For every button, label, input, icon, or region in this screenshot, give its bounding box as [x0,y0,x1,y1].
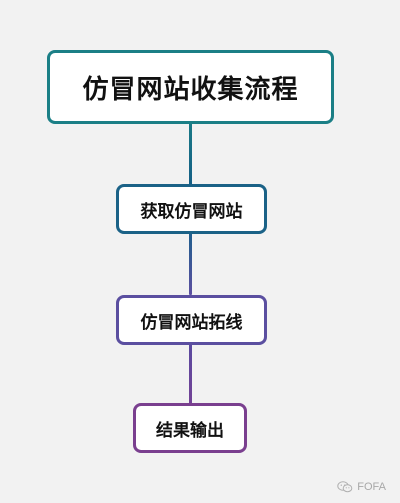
flowchart-title: 仿冒网站收集流程 [82,74,299,105]
wechat-icon [337,481,353,493]
connector-title-to-acquire [189,123,192,185]
connector-expand-to-output [189,344,192,404]
step-expand-node: 仿冒网站拓线 [116,295,267,345]
step-output-node: 结果输出 [133,403,247,453]
step-expand-label: 仿冒网站拓线 [140,312,243,333]
step-output-label: 结果输出 [156,420,224,441]
step-acquire-label: 获取仿冒网站 [140,201,243,222]
step-acquire-node: 获取仿冒网站 [116,184,267,234]
connector-acquire-to-expand [189,233,192,295]
watermark: FOFA [337,481,386,493]
watermark-text: FOFA [357,481,386,493]
flowchart-title-node: 仿冒网站收集流程 [47,50,334,124]
